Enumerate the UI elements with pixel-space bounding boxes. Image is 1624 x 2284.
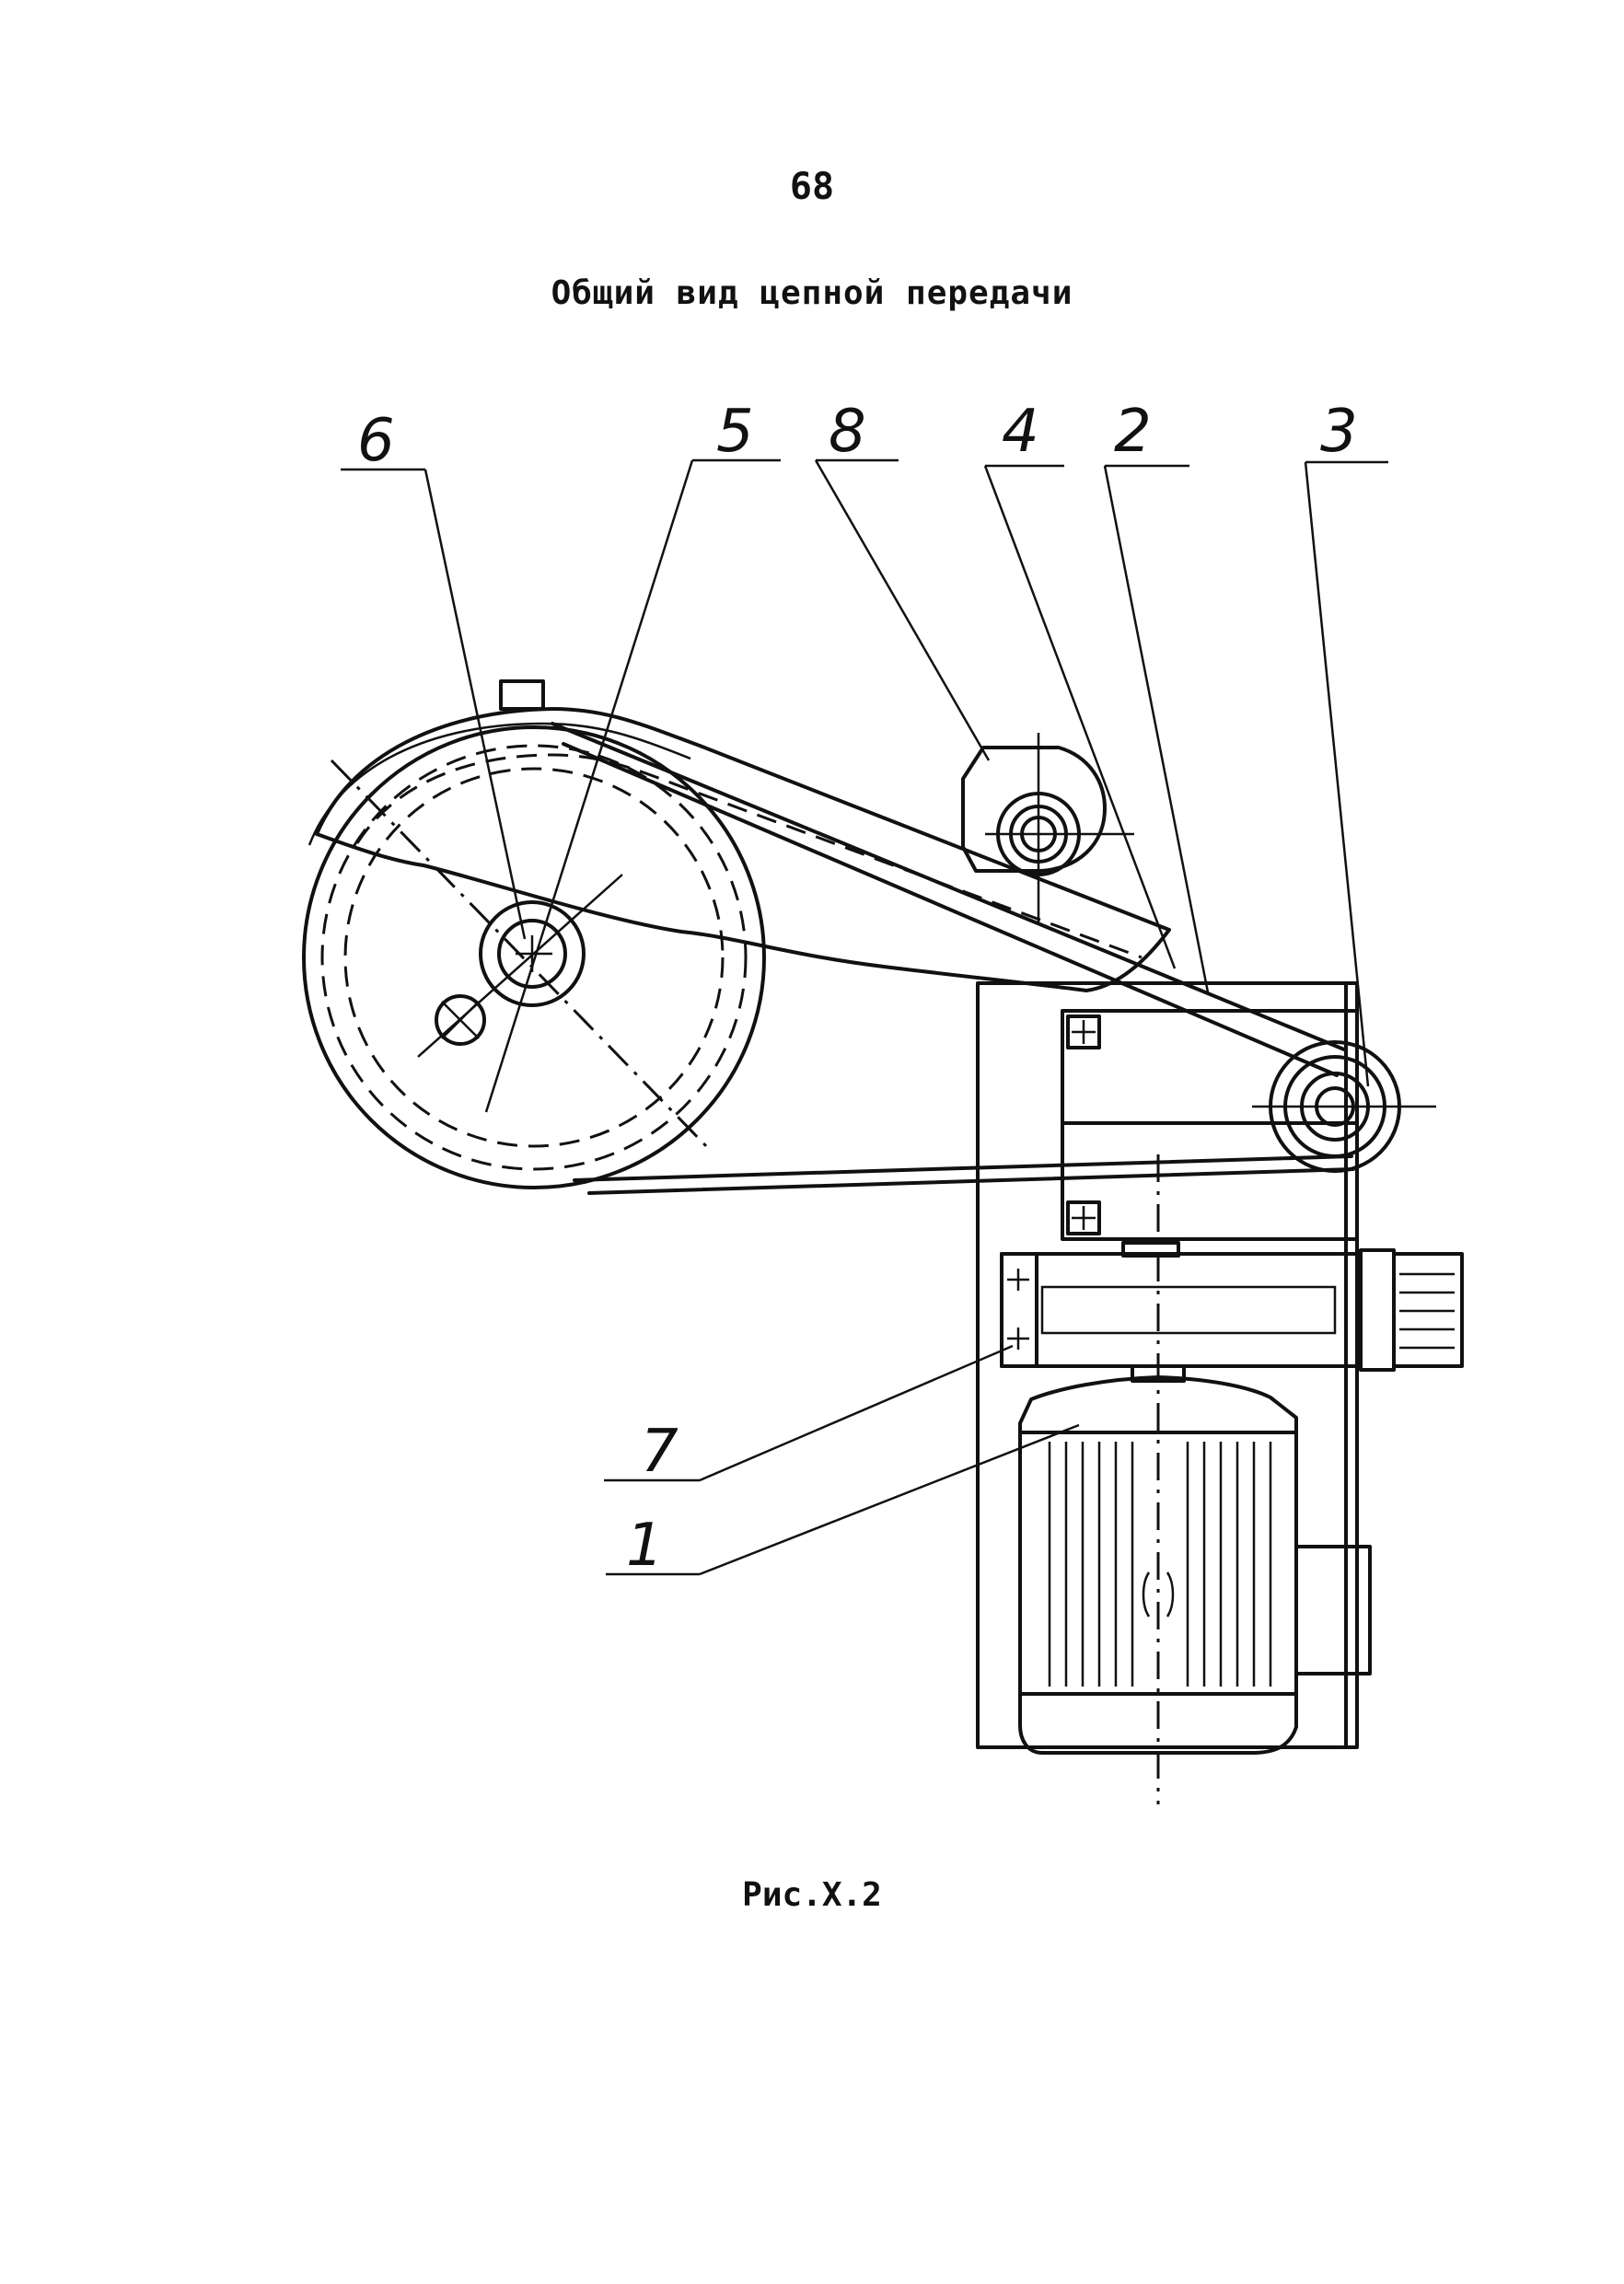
svg-text:8: 8	[829, 398, 866, 466]
driven-sprocket	[302, 725, 766, 1189]
chain-guard	[307, 679, 1171, 992]
figure-caption: Рис.Х.2	[742, 1876, 882, 1914]
callout-7: 7	[604, 1344, 1014, 1486]
svg-text:4: 4	[1002, 398, 1039, 466]
svg-text:7: 7	[641, 1418, 679, 1486]
chain-tensioner	[961, 733, 1134, 924]
svg-text:5: 5	[716, 398, 754, 466]
callout-4: 4	[983, 398, 1177, 969]
svg-text:2: 2	[1114, 398, 1152, 466]
drive-sprocket	[1252, 1040, 1436, 1173]
worm-shaft	[1000, 1241, 1464, 1383]
drawing-title: Общий вид цепной передачи	[551, 274, 1073, 312]
electric-motor	[1018, 1375, 1372, 1755]
chain-upper-strand	[551, 722, 1346, 1077]
callout-8: 8	[814, 398, 991, 761]
chain-lower-strand	[573, 1154, 1355, 1195]
callout-6: 6	[341, 407, 527, 940]
callout-1: 1	[606, 1423, 1080, 1580]
svg-text:3: 3	[1320, 398, 1358, 466]
svg-text:1: 1	[626, 1512, 664, 1580]
callout-2: 2	[1103, 398, 1210, 993]
svg-text:6: 6	[357, 407, 395, 475]
page-number: 68	[789, 166, 835, 208]
